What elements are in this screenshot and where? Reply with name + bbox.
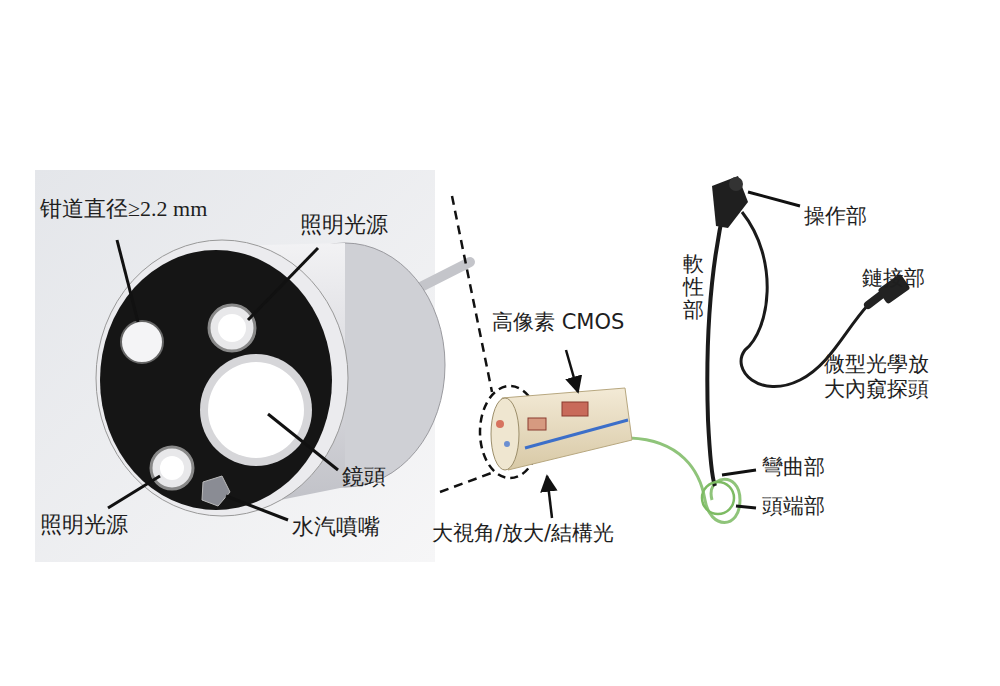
dimension-label: 钳道直径≥2.2 mm bbox=[40, 196, 207, 222]
light-source-glass bbox=[218, 314, 246, 342]
probe-body bbox=[502, 388, 632, 470]
cmos-chip bbox=[562, 402, 588, 416]
part-label: 水汽噴嘴 bbox=[292, 514, 380, 540]
feature-label: 大視角/放大/結構光 bbox=[432, 521, 614, 546]
leader-line bbox=[117, 240, 138, 322]
control-knob bbox=[729, 177, 743, 191]
part-label: 軟性部 bbox=[683, 253, 704, 322]
tip-rim bbox=[96, 240, 348, 516]
leader-line bbox=[248, 248, 318, 320]
leader-line bbox=[722, 470, 756, 475]
leader-line bbox=[268, 414, 338, 470]
part-label: 高像素 CMOS bbox=[492, 310, 624, 335]
flexible-tube bbox=[707, 205, 725, 486]
probe-cable bbox=[630, 438, 740, 523]
probe-lens bbox=[496, 420, 504, 428]
light-source bbox=[151, 447, 193, 489]
control-handle bbox=[712, 176, 748, 228]
lens-ring bbox=[200, 354, 312, 466]
part-label: 照明光源 bbox=[300, 212, 388, 238]
zoom-line bbox=[452, 196, 492, 392]
part-label: 鏈接部 bbox=[862, 266, 925, 291]
part-label: 照明光源 bbox=[40, 512, 128, 538]
zoom-line bbox=[440, 472, 494, 492]
probe-tip bbox=[491, 398, 519, 470]
tip-face bbox=[100, 250, 332, 510]
pointer-arrow bbox=[547, 476, 552, 518]
pointer-arrow bbox=[566, 350, 578, 392]
part-label: 操作部 bbox=[804, 204, 867, 229]
part-label: 鏡頭 bbox=[342, 464, 386, 490]
part-label: 微型光學放 大內窺探頭 bbox=[824, 352, 942, 402]
leader-line bbox=[736, 506, 756, 508]
light-source-glass bbox=[160, 456, 184, 480]
leader-line bbox=[226, 496, 288, 520]
probe-lens bbox=[504, 441, 510, 447]
leader-line bbox=[108, 476, 160, 508]
part-label: 彎曲部 bbox=[762, 455, 825, 480]
forceps-channel bbox=[121, 321, 163, 363]
optics bbox=[528, 418, 546, 430]
bending-loop bbox=[702, 482, 734, 514]
light-source bbox=[209, 305, 255, 351]
part-label: 頭端部 bbox=[762, 494, 825, 519]
leader-line bbox=[748, 192, 800, 206]
lens bbox=[208, 362, 304, 458]
nozzle bbox=[202, 476, 230, 506]
